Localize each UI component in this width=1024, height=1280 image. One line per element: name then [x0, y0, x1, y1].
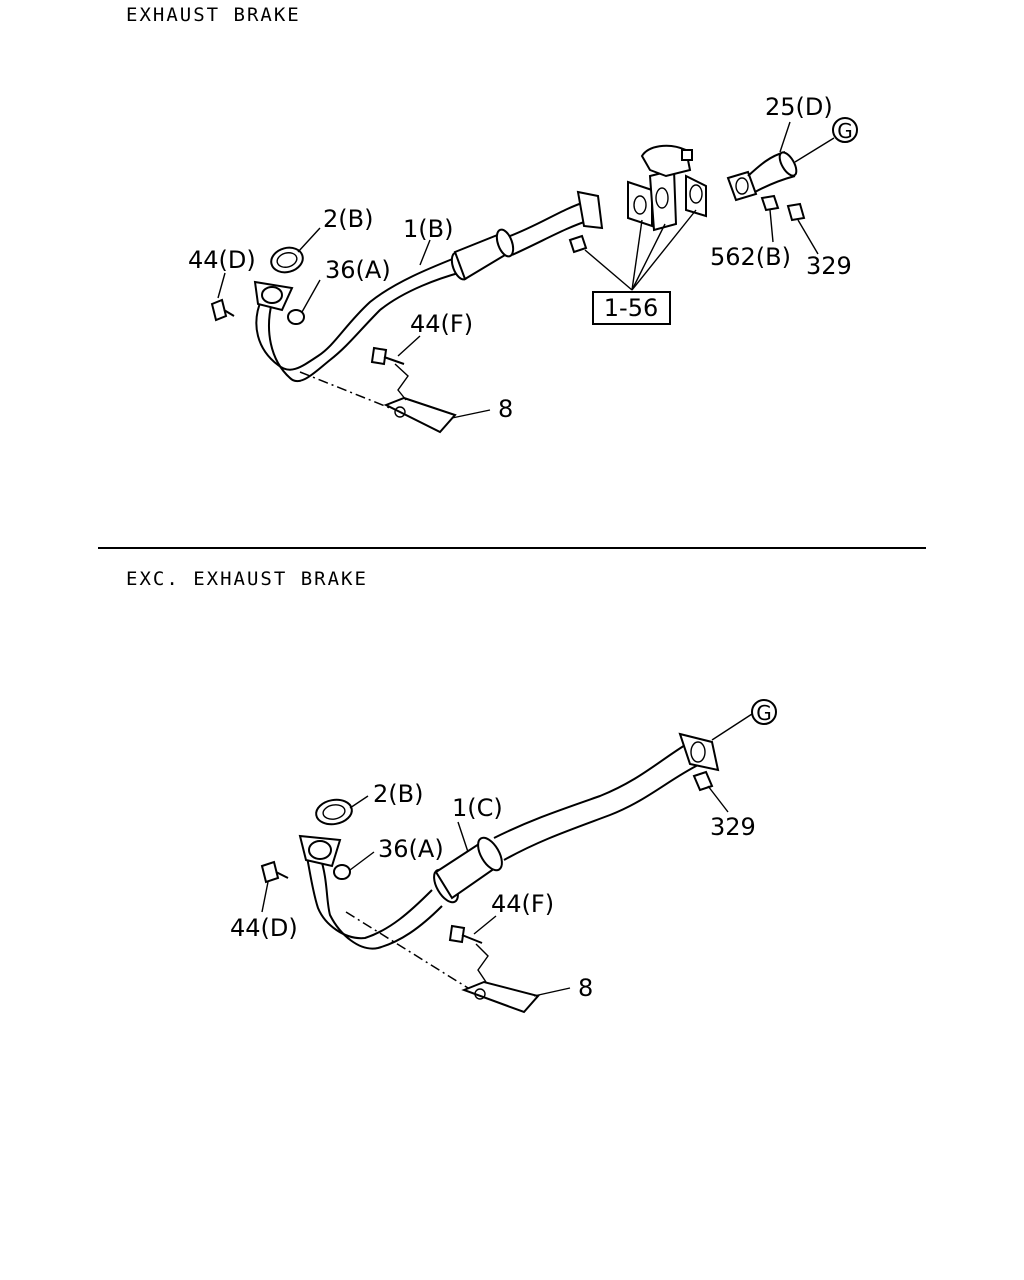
- centerline: [299, 371, 391, 409]
- front-pipe-upper-edge-2: [303, 841, 433, 940]
- pipe-25d: [726, 151, 798, 202]
- bolt-leader-zigzag: [394, 363, 409, 401]
- callout-g-circle: [832, 117, 858, 143]
- label-1c: 1(C): [452, 794, 503, 822]
- centerline-2: [345, 911, 469, 989]
- nut-329-icon: [786, 202, 806, 222]
- label-562b: 562(B): [710, 243, 791, 271]
- section-title-exhaust-brake: EXHAUST BRAKE: [126, 4, 301, 26]
- bolt-562b-icon: [760, 194, 780, 212]
- label-2b-2: 2(B): [373, 780, 423, 808]
- label-25d: 25(D): [765, 93, 833, 121]
- front-pipe-lower-edge-2: [319, 855, 443, 950]
- rear-pipe-lower-2: [503, 763, 701, 861]
- gasket-2b-2: [315, 798, 353, 826]
- exhaust-brake-diagram: 25(D) G 2(B) 1(B) 44(D) 36(A) 562(B) 329…: [188, 93, 858, 434]
- bolt-44f-icon: [370, 346, 388, 366]
- bolt-leader-zigzag-2: [475, 943, 489, 983]
- callout-g-circle-2: [751, 699, 777, 725]
- ref-box-1-56: [592, 291, 671, 325]
- rear-flange: [678, 732, 720, 772]
- front-pipe-lower-edge: [268, 271, 463, 383]
- bracket-8: [383, 396, 457, 434]
- exhaust-brake-actuator: [640, 144, 692, 178]
- bolt-44f-icon-2: [448, 924, 466, 944]
- label-8: 8: [498, 395, 513, 423]
- nut-329-icon-2: [692, 770, 714, 792]
- label-g: G: [837, 119, 853, 143]
- gasket-plate-1: [627, 180, 653, 228]
- muffler-1b: [450, 228, 515, 281]
- nut-icon: [568, 234, 588, 254]
- label-2b: 2(B): [323, 205, 373, 233]
- label-1-56: 1-56: [604, 294, 658, 322]
- label-44d-2: 44(D): [230, 914, 298, 942]
- front-pipe-upper-edge: [255, 257, 456, 371]
- gasket-plate-2: [685, 174, 707, 218]
- section-divider: [98, 547, 926, 549]
- bolt-44d-icon-2: [260, 860, 280, 884]
- label-1b: 1(B): [403, 215, 453, 243]
- label-8-2: 8: [578, 974, 593, 1002]
- muffler-1c: [433, 836, 503, 904]
- exc-exhaust-brake-diagram: G 2(B) 1(C) 329 36(A) 44(F) 44(D) 8: [230, 699, 777, 1014]
- rear-pipe-upper-2: [493, 741, 691, 839]
- bracket-8-2: [461, 980, 540, 1014]
- section-title-exc-exhaust-brake: EXC. EXHAUST BRAKE: [126, 568, 368, 590]
- label-36a-2: 36(A): [378, 835, 444, 863]
- label-329: 329: [806, 252, 852, 280]
- label-44d: 44(D): [188, 246, 256, 274]
- bolt-44d-icon: [210, 298, 228, 322]
- nut-36a-icon-2: [333, 864, 351, 880]
- label-36a: 36(A): [325, 256, 391, 284]
- label-44f-2: 44(F): [491, 890, 554, 918]
- label-329-2: 329: [710, 813, 756, 841]
- exhaust-brake-body: [648, 168, 678, 232]
- label-44f: 44(F): [410, 310, 473, 338]
- nut-36a-icon: [287, 309, 305, 325]
- label-g-2: G: [756, 701, 772, 725]
- pipe-flange: [576, 190, 604, 230]
- rear-pipe-upper: [504, 201, 586, 239]
